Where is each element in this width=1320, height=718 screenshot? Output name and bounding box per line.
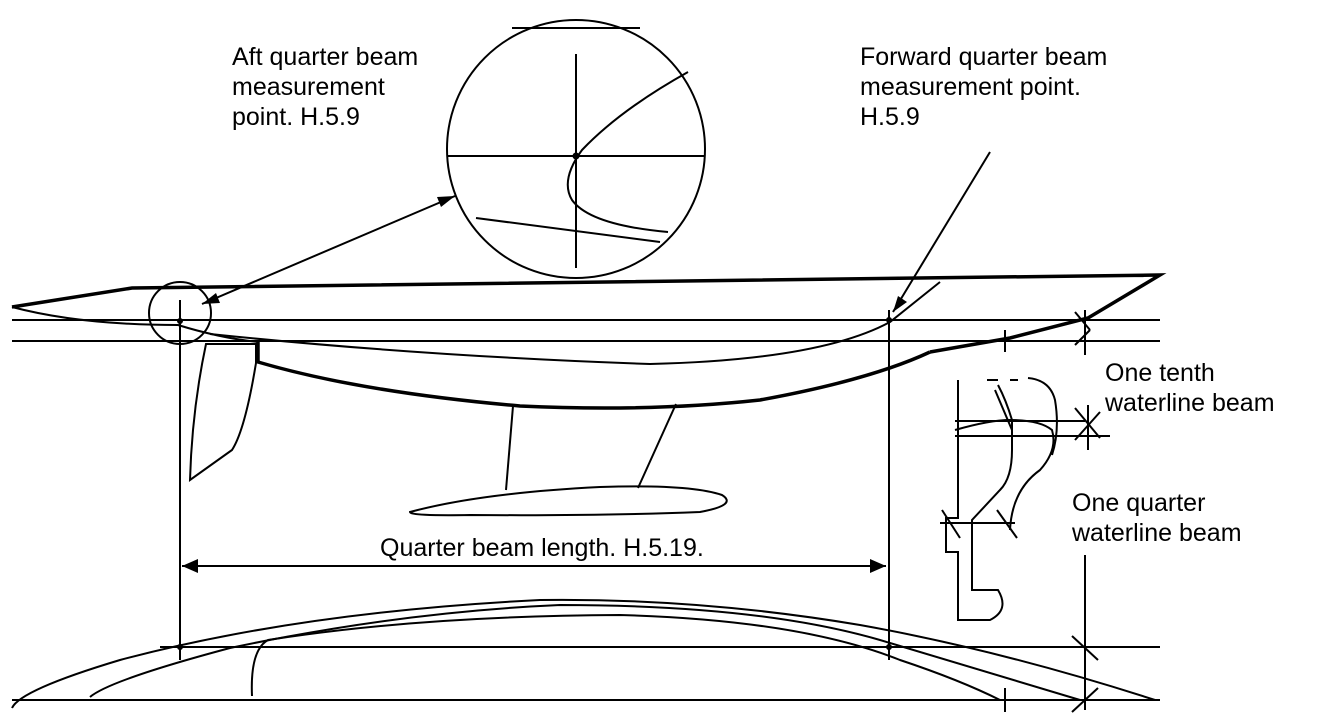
hull-profile — [11, 273, 1167, 517]
forward-leader-head — [893, 296, 907, 312]
detail-keel-line — [475, 217, 661, 243]
one-tenth-label-line-2: waterline beam — [1105, 389, 1275, 417]
section-tick-5 — [996, 509, 1018, 539]
plan-tick-1 — [1071, 635, 1099, 661]
section-tick-1 — [994, 389, 1013, 431]
bow-tick-lower — [1074, 329, 1091, 346]
leader-arrows — [201, 151, 991, 313]
quarter-beam-length-label: Quarter beam length. H.5.19. — [380, 534, 704, 562]
quarter-beam-length-dimension — [182, 559, 886, 573]
forward-point-label-line-3: H.5.9 — [860, 103, 920, 131]
aft-point-label: Aft quarter beam measurement point. H.5.… — [232, 42, 418, 132]
plan-view — [11, 555, 1160, 713]
forward-point-label-line-2: measurement point. — [860, 73, 1081, 101]
aft-leader-head-start — [202, 293, 220, 304]
aft-point-label-line-3: point. H.5.9 — [232, 103, 360, 131]
aft-leader — [201, 195, 456, 305]
stern-underside — [11, 306, 259, 343]
one-quarter-label-line-2: waterline beam — [1072, 519, 1242, 547]
dimension-arrow-right — [870, 559, 886, 573]
waterline-lines — [12, 281, 1160, 660]
aft-point-dot — [177, 318, 183, 324]
forward-point-dot — [886, 317, 892, 323]
detail-hull-curve — [566, 71, 689, 233]
keel-fin — [505, 403, 677, 491]
forward-leader — [892, 151, 991, 313]
plan-tick-2 — [1071, 687, 1099, 713]
one-quarter-label: One quarter waterline beam — [1072, 488, 1242, 548]
aft-point-label-line-1: Aft quarter beam — [232, 43, 419, 71]
one-quarter-label-line-1: One quarter — [1072, 489, 1206, 517]
one-tenth-label: One tenth waterline beam — [1105, 358, 1275, 418]
aft-point-label-line-2: measurement — [232, 73, 385, 101]
detail-magnifier — [446, 19, 706, 279]
canoe-body-bottom — [256, 342, 931, 410]
plan-outer-curve — [11, 598, 1156, 709]
dimension-arrow-left — [182, 559, 198, 573]
section-tick-4 — [941, 509, 961, 539]
plan-inner-curve — [89, 603, 1081, 701]
aft-point-circle — [148, 281, 212, 345]
rudder — [188, 343, 257, 482]
bow-tick-upper — [1074, 311, 1091, 331]
detail-point-dot — [572, 152, 580, 160]
aft-leader-head-end — [437, 196, 455, 207]
keel-bulb — [408, 485, 728, 517]
plan-deck-curve — [250, 613, 1001, 701]
one-tenth-label-line-1: One tenth — [1105, 359, 1215, 387]
section-outer — [945, 380, 1013, 621]
detail-circle — [446, 19, 706, 279]
forward-point-label: Forward quarter beam measurement point. … — [860, 42, 1107, 132]
section-sheer — [1027, 377, 1058, 456]
forward-point-label-line-1: Forward quarter beam — [860, 43, 1108, 71]
plan-forward-dot — [886, 644, 892, 650]
plan-aft-dot — [177, 644, 183, 650]
hull-section — [940, 377, 1110, 621]
deck-edge-curve — [209, 281, 941, 366]
